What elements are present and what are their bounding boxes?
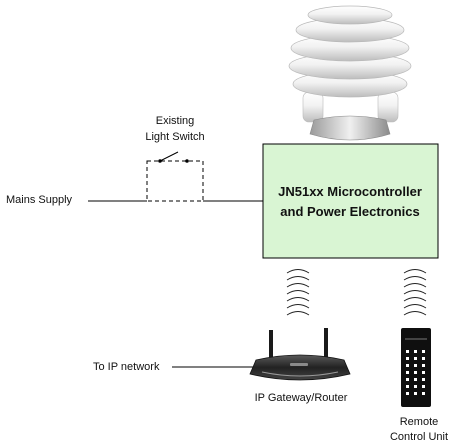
controller-label-line2: and Power Electronics <box>280 204 419 219</box>
ip-network-label: To IP network <box>93 361 160 373</box>
controller-box <box>262 143 439 259</box>
gateway-label: IP Gateway/Router <box>255 392 348 404</box>
mains-supply-label: Mains Supply <box>6 194 73 206</box>
remote-label-line1: Remote <box>400 416 439 428</box>
switch-label-line1: Existing <box>156 115 195 127</box>
remote-control-icon <box>401 328 431 407</box>
wireless-waves-icon <box>286 269 310 316</box>
wireless-waves-icon <box>403 269 427 316</box>
controller-label-line1: JN51xx Microcontroller <box>278 184 422 199</box>
router-icon <box>249 328 351 381</box>
remote-label-line2: Control Unit <box>390 431 448 443</box>
switch-label-line2: Light Switch <box>145 131 204 143</box>
cfl-bulb-icon <box>288 5 412 141</box>
switch-icon <box>146 151 204 202</box>
